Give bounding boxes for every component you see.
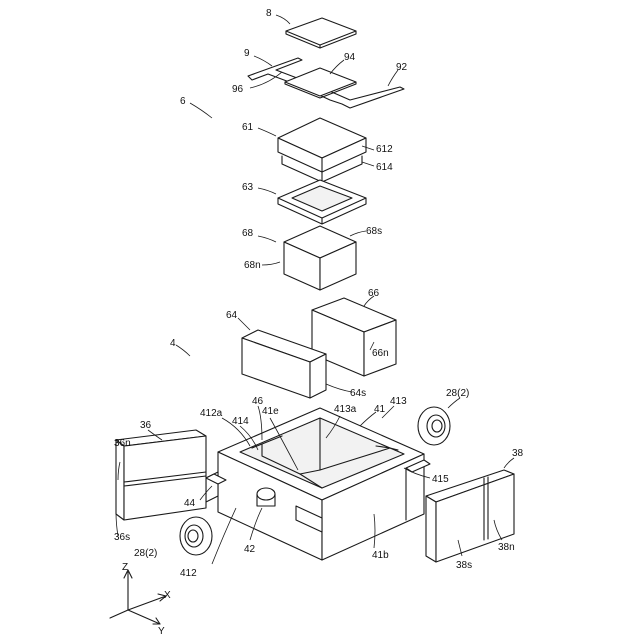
label-36s: 36s — [114, 532, 130, 543]
cap-61 — [278, 118, 366, 182]
label-38s: 38s — [456, 560, 472, 571]
plate-8 — [286, 18, 356, 48]
housing-41 — [206, 408, 430, 560]
bearing-28-left — [180, 517, 212, 555]
label-66: 66 — [368, 288, 380, 299]
label-66n: 66n — [372, 348, 389, 359]
label-413a: 413a — [334, 404, 357, 415]
label-413: 413 — [390, 396, 407, 407]
coordinate-axes — [110, 570, 166, 624]
label-36n: 36n — [114, 438, 131, 449]
label-41b: 41b — [372, 550, 389, 561]
label-38n: 38n — [498, 542, 515, 553]
label-412a: 412a — [200, 408, 223, 419]
label-9: 9 — [244, 48, 250, 59]
label-61: 61 — [242, 122, 254, 133]
label-28-2-left: 28(2) — [134, 548, 157, 559]
label-36: 36 — [140, 420, 152, 431]
label-415: 415 — [432, 474, 449, 485]
label-92: 92 — [396, 62, 408, 73]
label-4: 4 — [170, 338, 176, 349]
label-414: 414 — [232, 416, 249, 427]
label-64: 64 — [226, 310, 238, 321]
axis-label-x: X — [164, 590, 171, 601]
label-94: 94 — [344, 52, 356, 63]
label-412: 412 — [180, 568, 197, 579]
label-38: 38 — [512, 448, 524, 459]
label-96: 96 — [232, 84, 244, 95]
label-42: 42 — [244, 544, 256, 555]
bearing-28-right — [418, 407, 450, 445]
label-612: 612 — [376, 144, 393, 155]
label-28-2-right: 28(2) — [446, 388, 469, 399]
label-64s: 64s — [350, 388, 366, 399]
label-44: 44 — [184, 498, 196, 509]
label-63: 63 — [242, 182, 254, 193]
label-68s: 68s — [366, 226, 382, 237]
label-8: 8 — [266, 8, 272, 19]
magnet-68 — [284, 226, 356, 290]
axis-label-y: Y — [158, 626, 165, 637]
label-41: 41 — [374, 404, 386, 415]
label-41e: 41e — [262, 406, 279, 417]
label-614: 614 — [376, 162, 393, 173]
frame-63 — [278, 180, 366, 224]
label-68n: 68n — [244, 260, 261, 271]
label-68: 68 — [242, 228, 254, 239]
label-6: 6 — [180, 96, 186, 107]
axis-label-z: Z — [122, 562, 128, 573]
